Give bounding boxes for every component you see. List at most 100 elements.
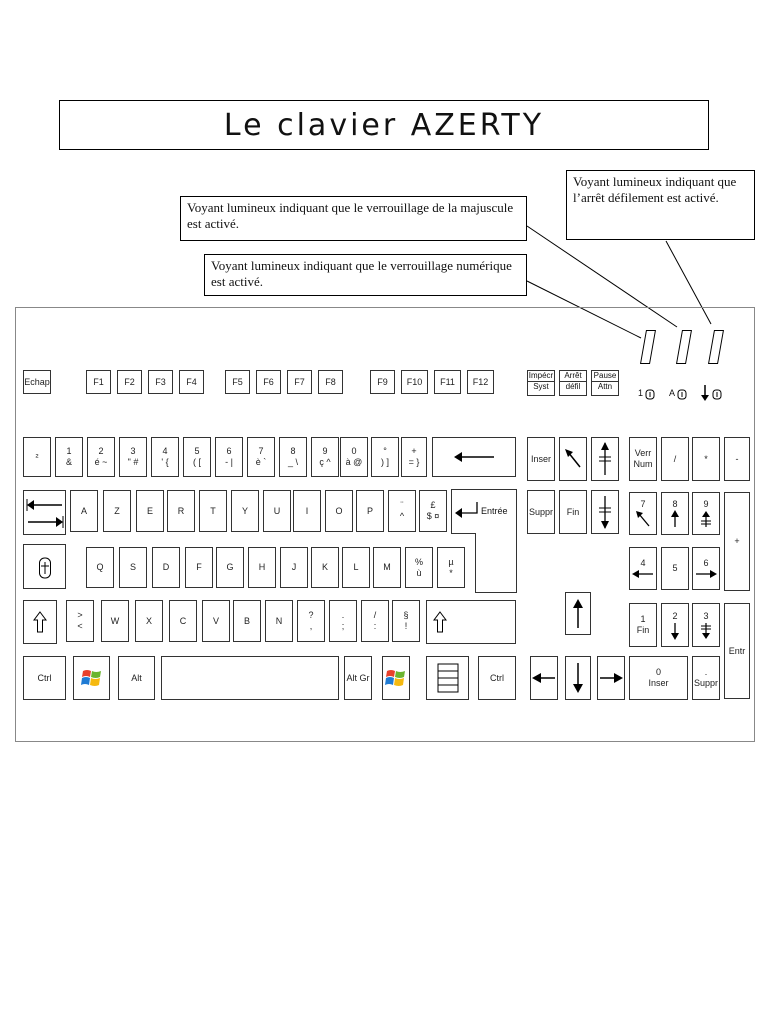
key-num-0[interactable]: 0 Inser xyxy=(629,656,688,700)
key-pause[interactable]: Pause Attn xyxy=(591,370,619,396)
key-f6[interactable]: F6 xyxy=(256,370,281,394)
key-shift-left[interactable] xyxy=(23,600,57,644)
key-num-8[interactable]: 8 xyxy=(661,492,689,535)
key-ctrl-right[interactable]: Ctrl xyxy=(478,656,516,700)
key-num-dot[interactable]: . Suppr xyxy=(692,656,720,700)
key-space[interactable] xyxy=(161,656,339,700)
key-3[interactable]: 3 " # xyxy=(119,437,147,477)
key-windows-left[interactable] xyxy=(73,656,110,700)
key-f[interactable]: F xyxy=(185,547,213,588)
key-t[interactable]: T xyxy=(199,490,227,532)
key-f12[interactable]: F12 xyxy=(467,370,494,394)
key-d[interactable]: D xyxy=(152,547,180,588)
key-u[interactable]: U xyxy=(263,490,291,532)
key-num-6[interactable]: 6 xyxy=(692,547,720,590)
key-num-1[interactable]: 1 Fin xyxy=(629,603,657,647)
key-comma[interactable]: ? , xyxy=(297,600,325,642)
key-e[interactable]: E xyxy=(136,490,164,532)
key-f7[interactable]: F7 xyxy=(287,370,312,394)
key-dollar[interactable]: £ $ ¤ xyxy=(419,490,447,532)
key-num-enter[interactable]: Entr xyxy=(724,603,750,699)
key-z[interactable]: Z xyxy=(103,490,131,532)
key-k[interactable]: K xyxy=(311,547,339,588)
key-f9[interactable]: F9 xyxy=(370,370,395,394)
key-m[interactable]: M xyxy=(373,547,401,588)
key-insert[interactable]: Inser xyxy=(527,437,555,481)
key-n[interactable]: N xyxy=(265,600,293,642)
key-exclamation[interactable]: § ! xyxy=(392,600,420,642)
key-2[interactable]: 2 é ~ xyxy=(87,437,115,477)
key-f11[interactable]: F11 xyxy=(434,370,461,394)
key-num-plus[interactable]: + xyxy=(724,492,750,591)
key-windows-right[interactable] xyxy=(382,656,410,700)
key-6[interactable]: 6 - | xyxy=(215,437,243,477)
key-u-grave[interactable]: % ù xyxy=(405,547,433,588)
key-page-down[interactable] xyxy=(591,490,619,534)
key-num-4[interactable]: 4 xyxy=(629,547,657,590)
key-arrow-down[interactable] xyxy=(565,656,591,700)
key-c[interactable]: C xyxy=(169,600,197,642)
key-print-screen[interactable]: Impécr Syst xyxy=(527,370,555,396)
key-arrow-left[interactable] xyxy=(530,656,558,700)
key-shift-right[interactable] xyxy=(426,600,516,644)
key-f4[interactable]: F4 xyxy=(179,370,204,394)
key-end[interactable]: Fin xyxy=(559,490,587,534)
key-tab[interactable] xyxy=(23,490,66,535)
key-9[interactable]: 9 ç ^ xyxy=(311,437,339,477)
key-num-minus[interactable]: - xyxy=(724,437,750,481)
key-w[interactable]: W xyxy=(101,600,129,642)
key-8[interactable]: 8 _ \ xyxy=(279,437,307,477)
key-s[interactable]: S xyxy=(119,547,147,588)
key-h[interactable]: H xyxy=(248,547,276,588)
key-l[interactable]: L xyxy=(342,547,370,588)
key-semicolon[interactable]: . ; xyxy=(329,600,357,642)
key-caps-lock[interactable] xyxy=(23,544,66,589)
key-alt[interactable]: Alt xyxy=(118,656,155,700)
key-arrow-up[interactable] xyxy=(565,592,591,635)
key-num-3[interactable]: 3 xyxy=(692,603,720,647)
key-less-than[interactable]: > < xyxy=(66,600,94,642)
key-colon[interactable]: / : xyxy=(361,600,389,642)
key-o[interactable]: O xyxy=(325,490,353,532)
key-i[interactable]: I xyxy=(293,490,321,532)
key-num-lock[interactable]: Verr Num xyxy=(629,437,657,481)
key-num-multiply[interactable]: * xyxy=(692,437,720,481)
key-j[interactable]: J xyxy=(280,547,308,588)
key-menu[interactable] xyxy=(426,656,469,700)
key-4[interactable]: 4 ' { xyxy=(151,437,179,477)
key-y[interactable]: Y xyxy=(231,490,259,532)
key-f1[interactable]: F1 xyxy=(86,370,111,394)
key-num-2[interactable]: 2 xyxy=(661,603,689,647)
key-v[interactable]: V xyxy=(202,600,230,642)
key-asterisk[interactable]: µ * xyxy=(437,547,465,588)
key-r[interactable]: R xyxy=(167,490,195,532)
key-a[interactable]: A xyxy=(70,490,98,532)
key-0[interactable]: 0 à @ xyxy=(340,437,368,477)
key-1[interactable]: 1 & xyxy=(55,437,83,477)
key-b[interactable]: B xyxy=(233,600,261,642)
key-enter[interactable] xyxy=(451,489,517,593)
key-f2[interactable]: F2 xyxy=(117,370,142,394)
key-p[interactable]: P xyxy=(356,490,384,532)
key-num-5[interactable]: 5 xyxy=(661,547,689,590)
key-circumflex[interactable]: ¨ ^ xyxy=(388,490,416,532)
key-g[interactable]: G xyxy=(216,547,244,588)
key-7[interactable]: 7 è ` xyxy=(247,437,275,477)
key-f10[interactable]: F10 xyxy=(401,370,428,394)
key-alt-gr[interactable]: Alt Gr xyxy=(344,656,372,700)
key-5[interactable]: 5 ( [ xyxy=(183,437,211,477)
key-arrow-right[interactable] xyxy=(597,656,625,700)
key-superscript-two[interactable]: ² xyxy=(23,437,51,477)
key-f3[interactable]: F3 xyxy=(148,370,173,394)
key-f8[interactable]: F8 xyxy=(318,370,343,394)
key-num-9[interactable]: 9 xyxy=(692,492,720,535)
key-scroll-lock[interactable]: Arrêt défil xyxy=(559,370,587,396)
key-num-7[interactable]: 7 xyxy=(629,492,657,535)
key-plus[interactable]: + = } xyxy=(401,437,427,477)
key-backspace[interactable] xyxy=(432,437,516,477)
key-q[interactable]: Q xyxy=(86,547,114,588)
key-page-up[interactable] xyxy=(591,437,619,481)
key-home[interactable] xyxy=(559,437,587,481)
key-delete[interactable]: Suppr xyxy=(527,490,555,534)
key-escape[interactable]: Echap xyxy=(23,370,51,394)
